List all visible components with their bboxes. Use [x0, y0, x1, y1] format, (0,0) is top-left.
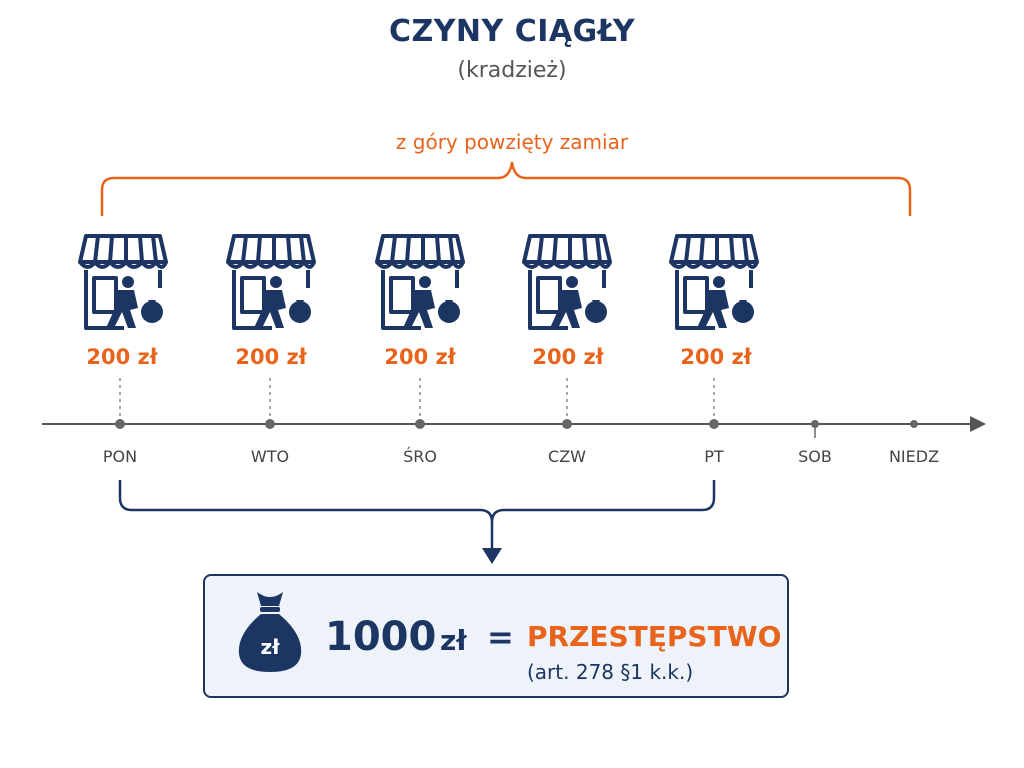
shop-thief-icon	[78, 234, 168, 330]
sum-bracket	[118, 480, 716, 550]
day-label-thu: CZW	[548, 447, 586, 466]
day-label-wed: ŚRO	[403, 447, 437, 466]
day-label-fri: PT	[704, 447, 724, 466]
equals-sign: =	[487, 618, 514, 656]
verdict-label: PRZESTĘPSTWO	[527, 620, 782, 653]
amount-connectors	[119, 378, 715, 418]
sum-arrow-icon	[482, 548, 502, 564]
total-unit: zł	[440, 624, 467, 657]
result-box: zł 1000 zł = PRZESTĘPSTWO (art. 278 §1 k…	[203, 574, 789, 698]
bag-label: zł	[260, 635, 280, 659]
shop-thief-icon	[522, 234, 612, 330]
theft-amount: 200 zł	[532, 345, 604, 369]
day-label-sat: SOB	[798, 447, 832, 466]
shop-thief-icon	[375, 234, 465, 330]
intent-bracket	[100, 161, 912, 216]
day-label-tue: WTO	[250, 447, 290, 466]
theft-amount: 200 zł	[235, 345, 307, 369]
timeline-arrow-icon	[970, 416, 986, 432]
total-value: 1000	[325, 614, 437, 660]
theft-amount: 200 zł	[86, 345, 158, 369]
money-bag-icon: zł	[238, 592, 302, 672]
intent-label: z góry powzięty zamiar	[395, 130, 629, 154]
shop-thief-icon	[669, 234, 759, 330]
page-title: CZYNY CIĄGŁY	[388, 14, 636, 49]
timeline-ticks	[115, 419, 918, 429]
day-label-mon: PON	[102, 447, 138, 466]
shop-thief-icon	[226, 234, 316, 330]
page-subtitle: (kradzież)	[457, 58, 567, 83]
theft-amount: 200 zł	[384, 345, 456, 369]
day-label-sun: NIEDZ	[888, 447, 940, 466]
legal-basis: (art. 278 §1 k.k.)	[527, 660, 694, 684]
theft-amount: 200 zł	[680, 345, 752, 369]
